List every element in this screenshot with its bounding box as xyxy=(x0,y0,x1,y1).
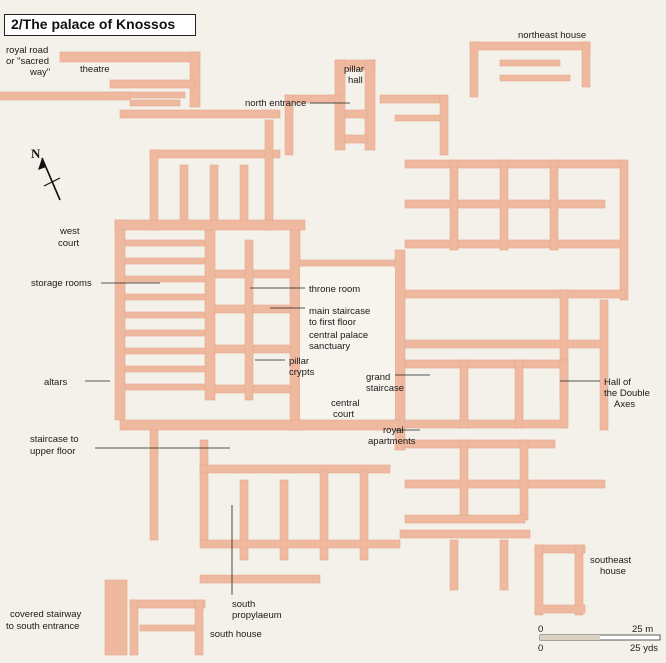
map-labels: royal road or "sacred way" theatre north… xyxy=(6,30,650,640)
label-hall-double-axes-3: Axes xyxy=(614,399,635,410)
map-title: 2/The palace of Knossos xyxy=(4,14,196,36)
label-theatre: theatre xyxy=(80,64,110,75)
palace-walls xyxy=(0,41,629,656)
label-west-court-2: court xyxy=(58,238,79,249)
label-staircase-upper-2: upper floor xyxy=(30,446,75,457)
scale-max-m: 25 m xyxy=(632,624,653,635)
label-covered-stairway-2: to south entrance xyxy=(6,621,79,632)
label-staircase-upper: staircase to xyxy=(30,434,79,445)
leader-lines xyxy=(85,102,600,595)
label-northeast-house: northeast house xyxy=(518,30,586,41)
label-central-sanctuary-2: sanctuary xyxy=(309,341,350,352)
scale-zero-m: 0 xyxy=(538,624,543,635)
label-central-court: central xyxy=(331,398,360,409)
label-altars: altars xyxy=(44,377,67,388)
scale-zero-yds: 0 xyxy=(538,643,543,654)
label-southeast-house: southeast xyxy=(590,555,632,566)
label-hall-double-axes: Hall of xyxy=(604,377,631,388)
central-court-area xyxy=(300,268,395,418)
label-storage-rooms: storage rooms xyxy=(31,278,92,289)
label-pillar-crypts-2: crypts xyxy=(289,367,315,378)
label-southeast-house-2: house xyxy=(600,566,626,577)
label-royal-road: royal road xyxy=(6,45,48,56)
label-hall-double-axes-2: the Double xyxy=(604,388,650,399)
scale-max-yds: 25 yds xyxy=(630,643,658,654)
label-grand-staircase-2: staircase xyxy=(366,383,404,394)
label-royal-apartments: royal xyxy=(383,425,404,436)
label-royal-road-2: or "sacred xyxy=(6,56,49,67)
label-pillar-crypts: pillar xyxy=(289,356,309,367)
scale-bar: 0 25 m 0 25 yds xyxy=(538,624,661,654)
label-south-propylaeum: south xyxy=(232,599,255,610)
label-pillar-hall: pillar xyxy=(344,64,364,75)
label-south-house: south house xyxy=(210,629,262,640)
label-main-staircase: main staircase xyxy=(309,306,370,317)
north-label: N xyxy=(31,146,41,161)
label-north-entrance: north entrance xyxy=(245,98,306,109)
label-central-sanctuary: central palace xyxy=(309,330,368,341)
label-throne-room: throne room xyxy=(309,284,360,295)
label-covered-stairway: covered stairway xyxy=(10,609,82,620)
label-central-court-2: court xyxy=(333,409,354,420)
label-pillar-hall-2: hall xyxy=(348,75,363,86)
label-royal-road-3: way" xyxy=(29,67,50,78)
label-south-propylaeum-2: propylaeum xyxy=(232,610,282,621)
label-main-staircase-2: to first floor xyxy=(309,317,356,328)
label-royal-apartments-2: apartments xyxy=(368,436,416,447)
label-west-court: west xyxy=(59,226,80,237)
label-grand-staircase: grand xyxy=(366,372,390,383)
north-arrow-icon: N xyxy=(31,146,61,201)
